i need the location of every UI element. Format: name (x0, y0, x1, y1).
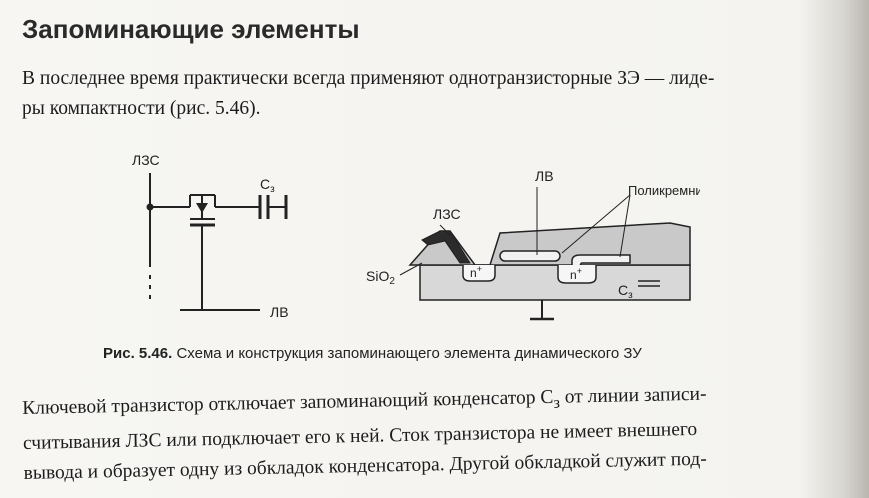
n-plus-label-1: n+ (470, 264, 482, 280)
intro-paragraph: В последнее время практически всегда при… (22, 64, 842, 124)
cell-structure (399, 187, 691, 321)
n-plus-region-2 (557, 265, 597, 284)
section-heading: Запоминающие элементы (22, 14, 360, 44)
lzs-right-label: ЛЗС (433, 206, 461, 222)
lv-right-label: ЛВ (535, 168, 554, 184)
cap-left-label: Cз (260, 176, 275, 195)
body-paragraph: Ключевой транзистор отключает запоминающ… (22, 377, 844, 489)
sio2-label: SiO2 (366, 268, 395, 287)
n-plus-label-2: n+ (570, 266, 582, 282)
body-line-1-end: от линии записи- (559, 383, 707, 408)
intro-line-2: ры компактности (рис. 5.46). (22, 98, 261, 119)
poly-leader-2 (619, 194, 631, 258)
transistor-arrow (196, 203, 208, 213)
figure-caption-text: Схема и конструкция запоминающего элемен… (176, 345, 642, 362)
metal-bitline (421, 230, 471, 264)
cap-right-label: Cз (618, 282, 633, 301)
poly-leader-1 (561, 194, 631, 254)
figure-number: Рис. 5.46. (103, 345, 173, 362)
intro-line-1: В последнее время практически всегда при… (22, 68, 715, 89)
polysilicon-label: Поликремний (628, 183, 700, 198)
poly-gate (499, 250, 561, 262)
lzs-left-label: ЛЗС (132, 152, 160, 168)
body-line-1-start: Ключевой транзистор отключает запоминающ… (22, 386, 554, 419)
substrate (419, 264, 691, 301)
n-plus-region-1 (462, 265, 496, 282)
circuit-schematic (146, 173, 288, 311)
lzs-leader (439, 224, 451, 236)
lv-left-label: ЛВ (270, 304, 289, 320)
figure-caption: Рис. 5.46. Схема и конструкция запоминаю… (103, 345, 642, 362)
sio2-leader (399, 262, 423, 276)
memory-cell-diagram: ЛЗС Cз ЛВ (132, 152, 700, 321)
